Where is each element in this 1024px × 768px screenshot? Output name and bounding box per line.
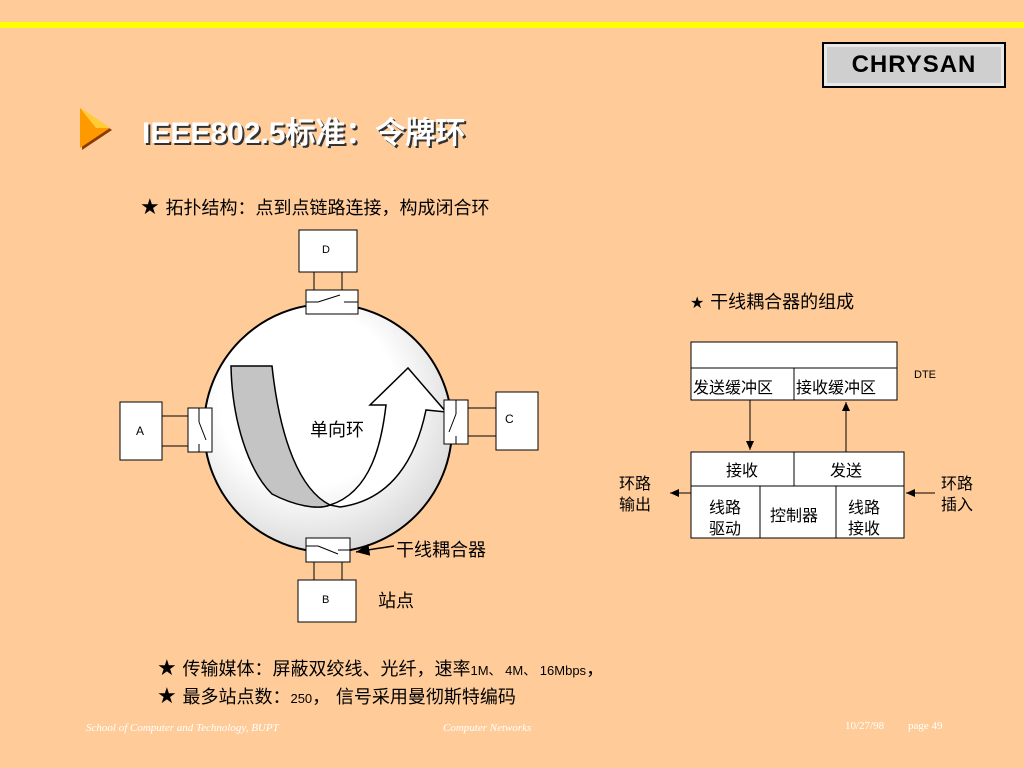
station-d-label: D	[322, 244, 330, 256]
ring-label: 单向环	[310, 420, 364, 441]
dte-label: DTE	[914, 369, 936, 381]
coupler-a	[187, 407, 213, 453]
send-buffer-box	[690, 367, 795, 401]
play-arrow-icon	[80, 108, 112, 150]
station-c-label: C	[505, 412, 514, 426]
max-stations-suffix: ， 信号采用曼彻斯特编码	[312, 687, 516, 708]
ring-out-label-1: 环路	[619, 474, 652, 493]
media-text: 传输媒体：屏蔽双绞线、光纤，速率	[182, 659, 471, 680]
star-icon: ★	[140, 195, 160, 220]
max-stations-value: 250	[290, 691, 313, 706]
line-recv-label-2: 接收	[848, 519, 881, 538]
send-buffer-label: 发送缓冲区	[693, 378, 774, 397]
ring-in-label-2: 插入	[941, 495, 974, 514]
station-a-box	[119, 401, 163, 461]
star-icon: ★	[157, 684, 177, 709]
coupler-pointer-arrow	[355, 543, 395, 556]
topology-text: 拓扑结构：点到点链路连接，构成闭合环	[165, 198, 490, 219]
receive-label: 接收	[726, 461, 759, 480]
recv-buffer-label: 接收缓冲区	[796, 378, 877, 397]
top-rule	[0, 22, 1024, 28]
star-icon: ★	[690, 293, 705, 312]
controller-box	[759, 485, 837, 539]
line-recv-box	[835, 485, 905, 539]
station-label: 站点	[378, 591, 414, 612]
line-recv-label-1: 线路	[848, 498, 881, 517]
line-drive-label-1: 线路	[709, 498, 742, 517]
coupler-composition-text: 干线耦合器的组成	[710, 292, 855, 313]
footer-course: Computer Networks	[443, 722, 532, 734]
receive-box	[690, 451, 795, 487]
ring-out-label-2: 输出	[619, 495, 652, 514]
max-stations-text: 最多站点数：	[182, 687, 291, 708]
media-rates: 1M、 4M、 16Mbps	[470, 663, 587, 678]
page-title: IEEE802.5标准：令牌环	[142, 117, 466, 150]
footer-date: 10/27/98	[845, 720, 885, 732]
footer-school: School of Computer and Technology, BUPT	[86, 722, 279, 734]
coupler-label: 干线耦合器	[396, 540, 486, 561]
bullet-topology: ★ 拓扑结构：点到点链路连接，构成闭合环	[140, 194, 489, 220]
station-d-box	[298, 229, 358, 273]
dte-top-bar	[690, 341, 898, 369]
bullet-coupler-composition: ★ 干线耦合器的组成	[690, 288, 854, 314]
send-label: 发送	[830, 461, 863, 480]
ring-band	[230, 365, 332, 508]
station-b-label: B	[322, 594, 330, 606]
title-area: IEEE802.5标准：令牌环	[78, 108, 465, 152]
recv-buffer-box	[793, 367, 898, 401]
send-box	[793, 451, 905, 487]
logo: CHRYSAN	[822, 42, 1006, 88]
ring-in-label-1: 环路	[941, 474, 974, 493]
media-suffix: ，	[586, 659, 605, 680]
station-a-label: A	[136, 424, 145, 438]
bullet-media: ★ 传输媒体：屏蔽双绞线、光纤，速率1M、 4M、 16Mbps，	[157, 655, 604, 681]
line-drive-label-2: 驱动	[709, 519, 742, 538]
controller-label: 控制器	[770, 506, 819, 525]
station-b-box	[297, 579, 357, 623]
station-c-box	[495, 391, 539, 451]
bullet-max-stations: ★ 最多站点数：250， 信号采用曼彻斯特编码	[157, 683, 516, 709]
star-icon: ★	[157, 656, 177, 681]
footer-page: page 49	[908, 720, 943, 732]
